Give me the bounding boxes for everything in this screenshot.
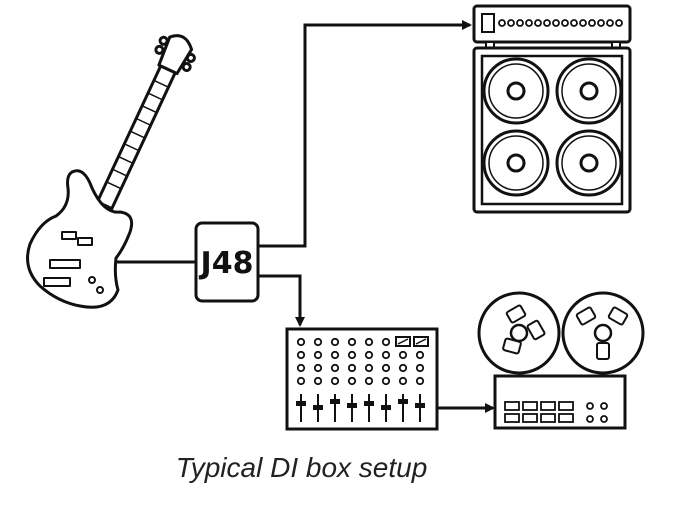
connections: [104, 20, 495, 413]
di-box-label: J48: [199, 246, 254, 281]
mixing-console-icon: [285, 327, 439, 431]
bass-guitar-icon: [26, 34, 196, 309]
amplifier-head-icon: [472, 4, 632, 44]
diagram-caption: Typical DI box setup: [175, 452, 428, 483]
di-box: J48: [194, 221, 260, 303]
reel-to-reel-recorder-icon: [477, 291, 645, 430]
cable-di-to-amp: [258, 20, 472, 248]
cable-di-to-mixer: [258, 274, 305, 327]
speaker-cabinet-icon: [472, 41, 632, 214]
